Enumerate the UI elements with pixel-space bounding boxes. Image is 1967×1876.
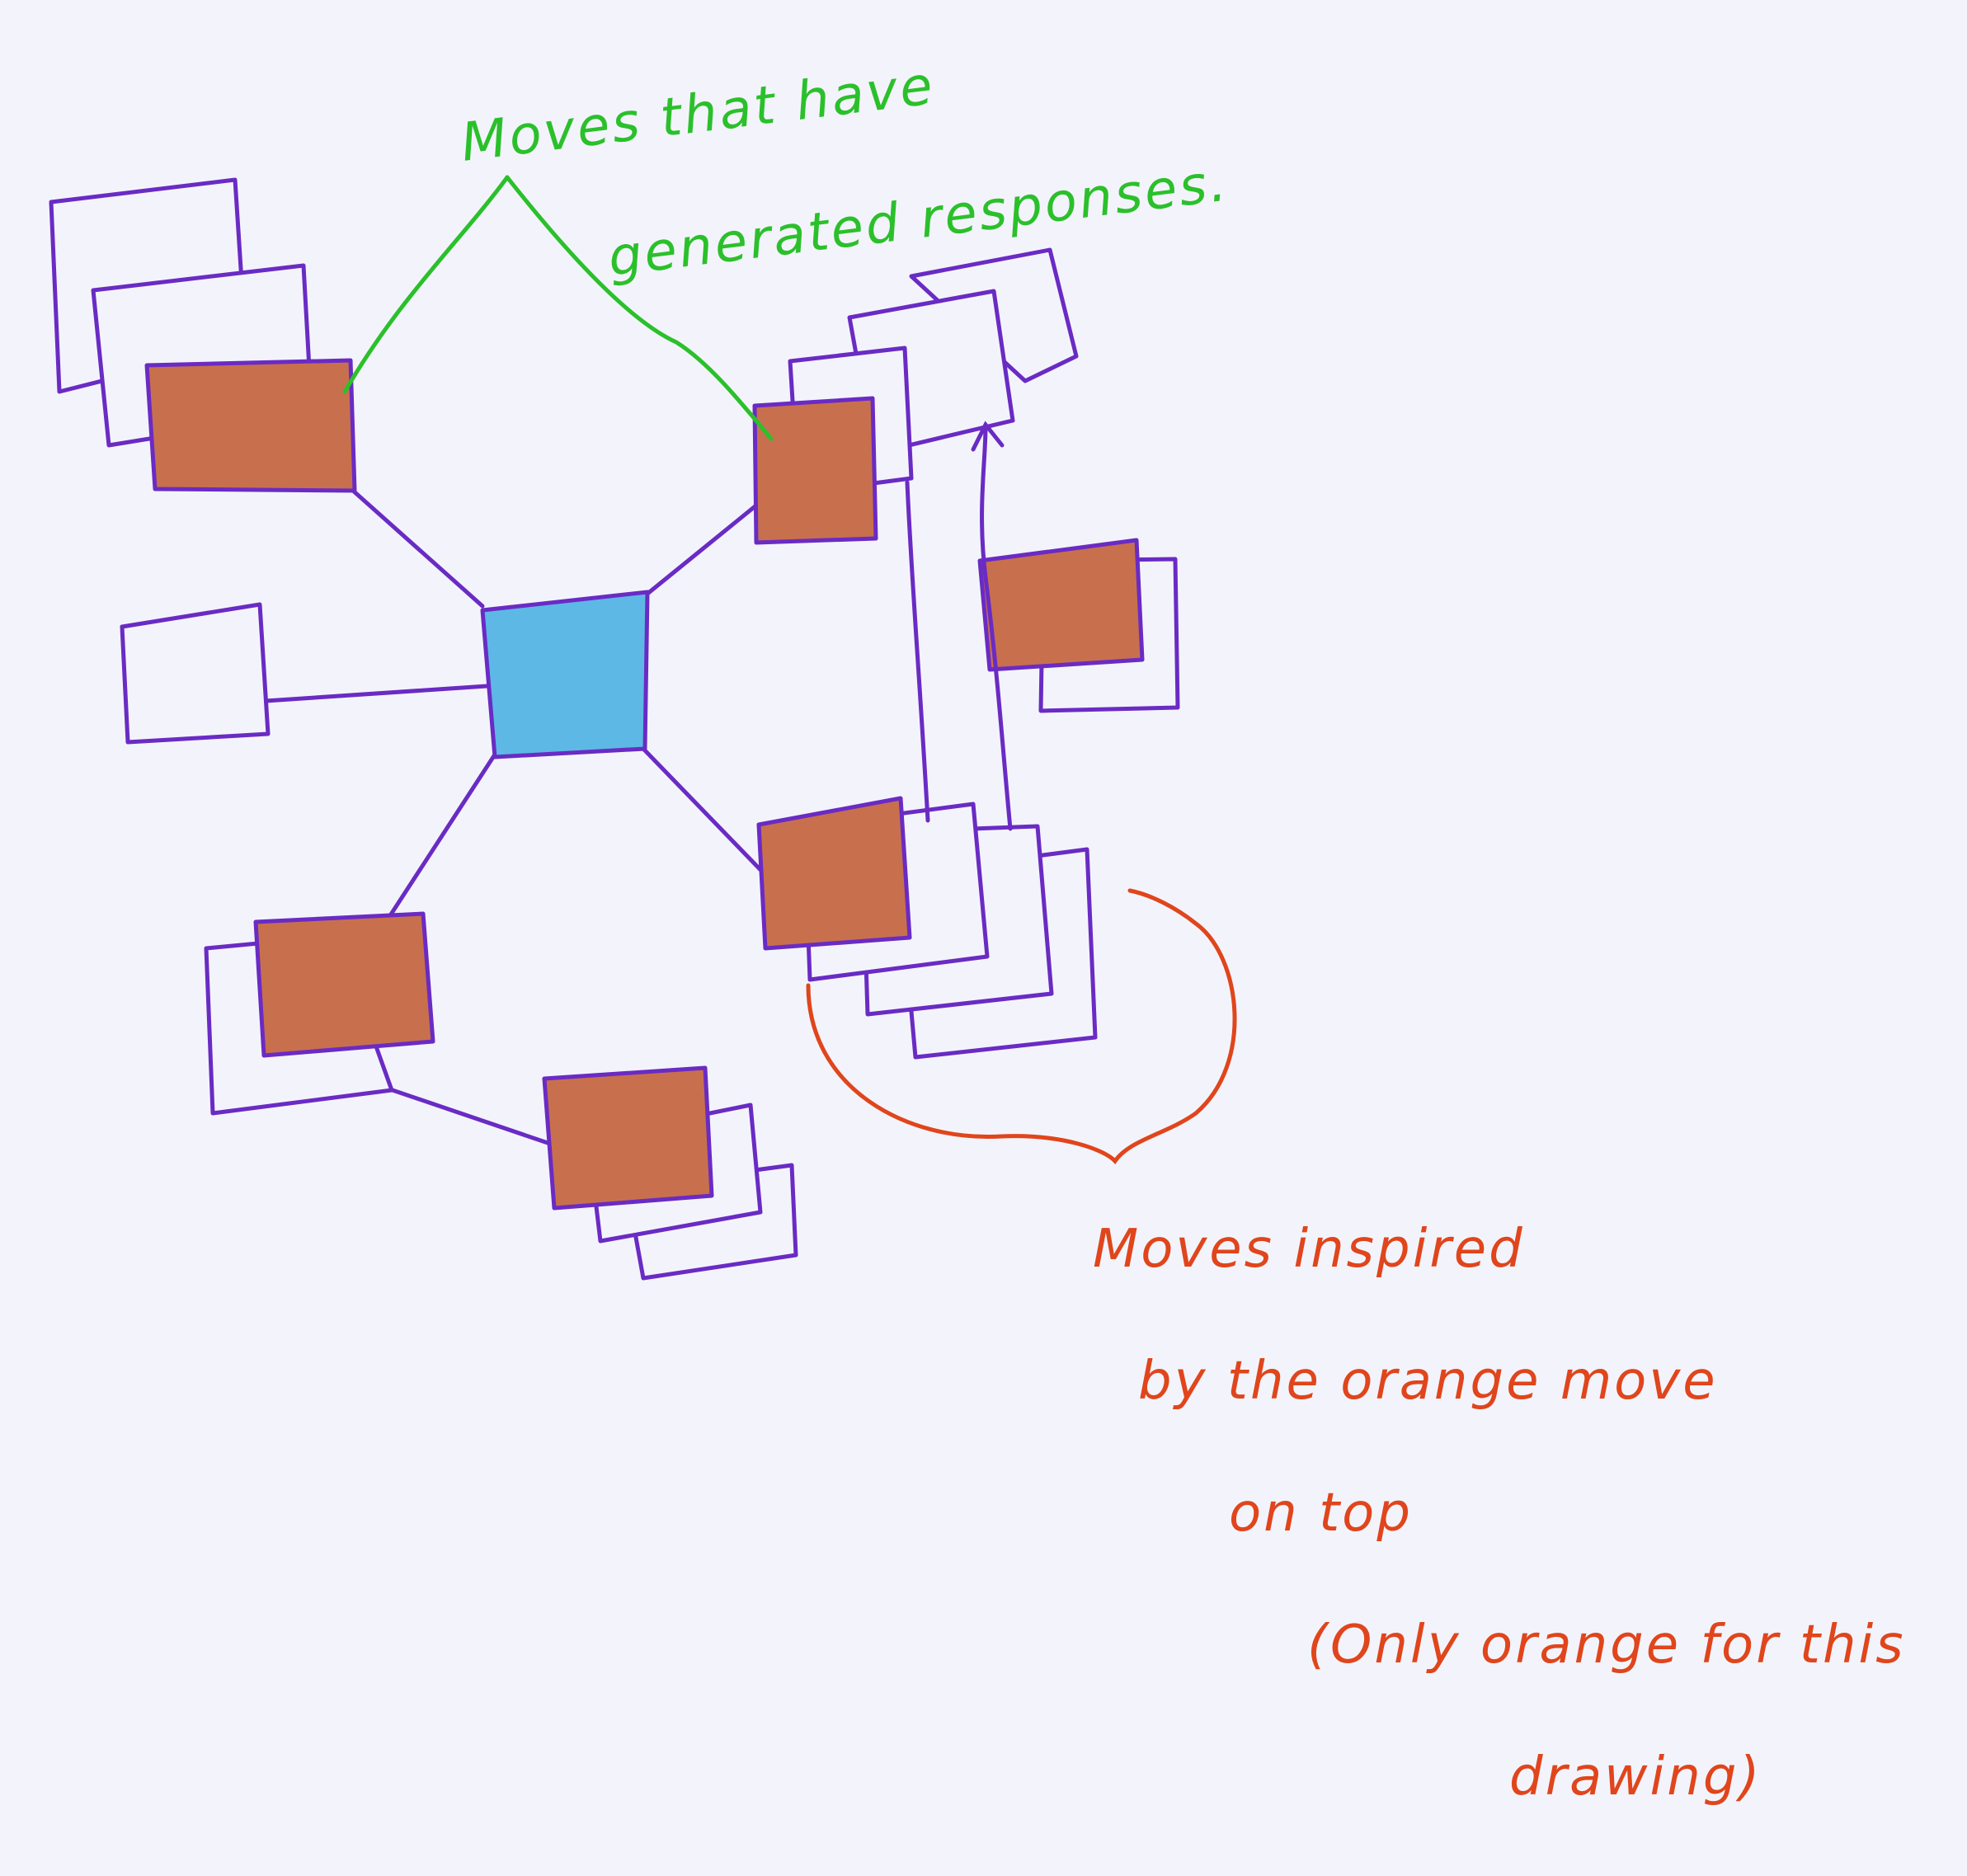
arrow-shaft bbox=[980, 425, 1013, 831]
connector-left bbox=[263, 684, 489, 703]
connector-top-right bbox=[645, 502, 760, 596]
red-brace-curve bbox=[806, 888, 1237, 1164]
diagram-sheet: Moves that have generated responses. Mov… bbox=[49, 54, 1903, 1808]
annotation-line: by the orange move bbox=[1138, 1351, 1718, 1412]
arrow-secondary-line bbox=[905, 480, 930, 823]
connector-bottom-right bbox=[641, 746, 769, 879]
arrow-head bbox=[971, 421, 1005, 452]
annotation-line: Moves inspired bbox=[1093, 1219, 1525, 1280]
green-pointer-right bbox=[505, 175, 774, 441]
connector-top-left bbox=[351, 488, 485, 609]
center-node bbox=[480, 590, 650, 759]
annotation-line: generated responses. bbox=[605, 152, 1232, 289]
inspiration-arrow bbox=[905, 421, 1013, 831]
stack-top-left bbox=[49, 177, 357, 493]
move-card-orange bbox=[253, 911, 435, 1058]
annotation-inspired-moves: Moves inspired by the orange move on top… bbox=[1093, 1150, 1906, 1876]
green-pointer bbox=[342, 175, 774, 441]
diagram-canvas bbox=[49, 175, 1237, 1281]
stack-top-right bbox=[752, 247, 1079, 545]
annotation-line: drawing) bbox=[1509, 1747, 1762, 1808]
move-card-orange bbox=[542, 1065, 714, 1211]
stack-bottom-center bbox=[542, 1065, 798, 1281]
move-card-orange bbox=[756, 796, 912, 951]
green-pointer-left bbox=[342, 175, 510, 394]
stack-bottom-right bbox=[756, 796, 1098, 1060]
move-card-orange bbox=[977, 538, 1145, 672]
move-card-orange bbox=[752, 396, 878, 545]
annotation-line: on top bbox=[1229, 1483, 1413, 1544]
red-brace bbox=[806, 888, 1237, 1164]
connector-bottom-left bbox=[385, 752, 497, 922]
annotation-line: Moves that have bbox=[458, 54, 939, 174]
stack-left bbox=[120, 602, 271, 745]
annotation-line: (Only orange for this bbox=[1307, 1615, 1906, 1676]
stack-bottom-left bbox=[204, 911, 435, 1116]
connector-bottom-center bbox=[385, 1086, 555, 1147]
stack-right-floating bbox=[977, 538, 1180, 713]
move-card-orange bbox=[144, 358, 357, 493]
center-move-card-blue bbox=[480, 590, 650, 759]
move-card-empty bbox=[120, 602, 271, 745]
connectors bbox=[263, 488, 769, 1147]
